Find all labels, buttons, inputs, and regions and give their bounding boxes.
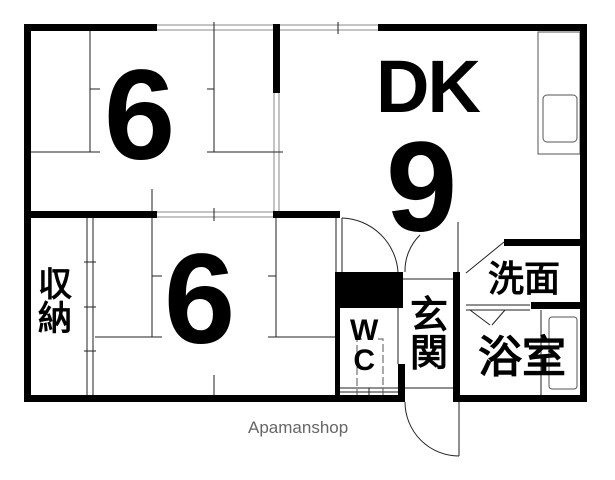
entrance-label: 玄 関 bbox=[410, 296, 448, 372]
bathroom-label: 浴室 bbox=[478, 332, 566, 383]
dk-label: DK bbox=[376, 45, 481, 128]
entrance-label-2: 関 bbox=[410, 331, 449, 375]
bedroom-bottom-size: 6 bbox=[164, 228, 236, 371]
storage-label-2: 納 bbox=[38, 299, 72, 339]
toilet-label-c: C bbox=[353, 344, 375, 377]
washroom-label: 洗面 bbox=[488, 259, 561, 300]
toilet-label-w: W bbox=[350, 314, 379, 347]
bedroom-top-size: 6 bbox=[104, 44, 176, 187]
windows bbox=[157, 22, 378, 221]
interior-lines bbox=[31, 31, 581, 457]
dk-size: 9 bbox=[386, 116, 458, 259]
entrance-label-1: 玄 bbox=[410, 293, 449, 337]
walls bbox=[24, 24, 587, 402]
watermark: Apamanshop bbox=[248, 418, 349, 437]
toilet-label: W C bbox=[350, 316, 378, 376]
storage-label: 収 納 bbox=[38, 268, 72, 336]
storage-label-1: 収 bbox=[38, 265, 72, 305]
